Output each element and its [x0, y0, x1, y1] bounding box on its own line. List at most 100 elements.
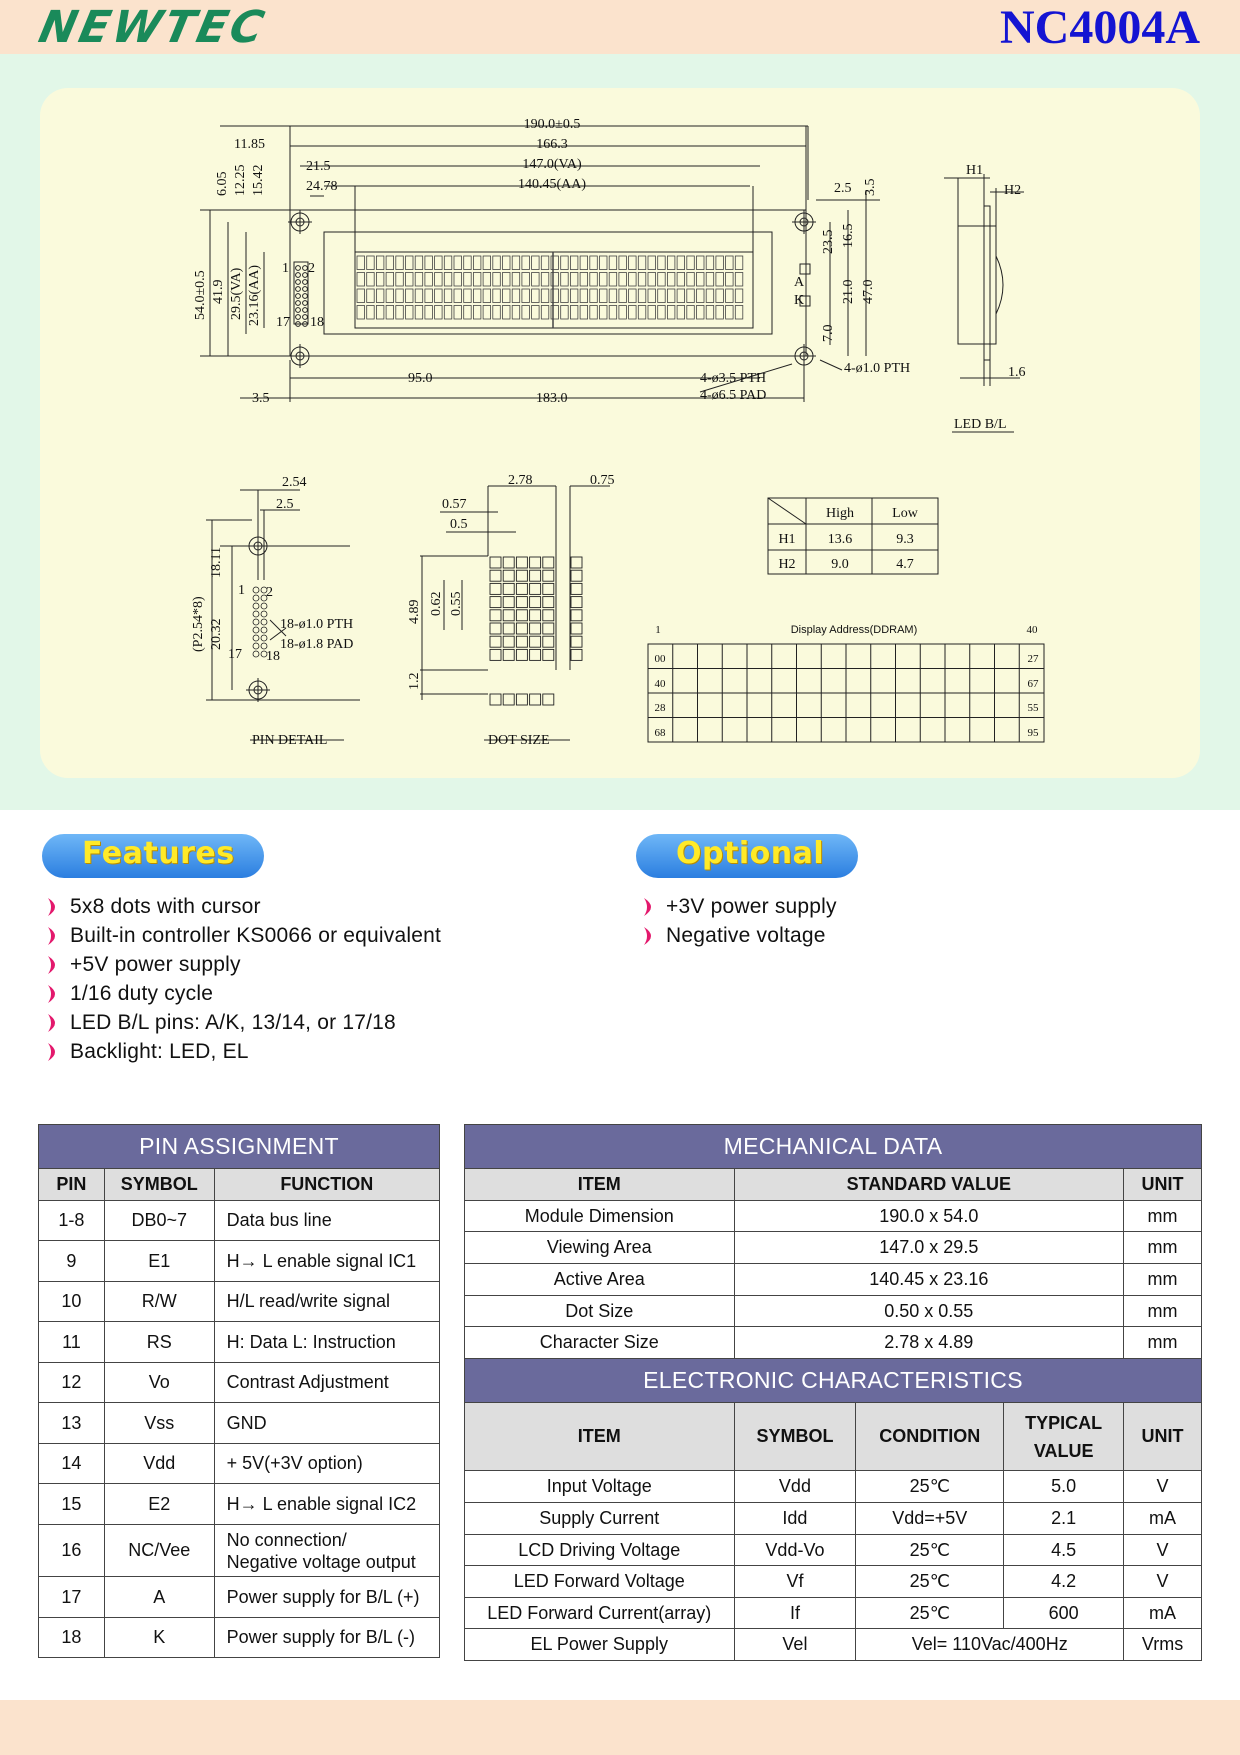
bullet-icon	[48, 1043, 55, 1061]
function-line: Negative voltage output	[226, 1551, 416, 1572]
char-cell	[734, 255, 744, 270]
hl-head-low: Low	[892, 506, 919, 521]
char-cell	[725, 288, 734, 303]
pin-detail-hole-bottom	[246, 678, 270, 702]
dim-pth-mount: 4-ø3.5 PTH	[700, 371, 766, 386]
dot	[502, 648, 515, 661]
dot	[515, 582, 528, 595]
pd-pin2: 2	[266, 585, 273, 600]
unit-cell: mm	[1123, 1263, 1202, 1296]
condition-cell: Vdd=+5V	[855, 1502, 1005, 1535]
char-cell	[570, 288, 579, 303]
pin-cell: 17	[38, 1576, 105, 1618]
unit-cell: V	[1123, 1470, 1202, 1503]
function-cell: No connection/Negative voltage output	[213, 1524, 441, 1577]
dot	[515, 596, 528, 609]
char-cell	[443, 255, 453, 270]
list-item: +5V power supply	[46, 950, 606, 979]
char-cell	[628, 272, 637, 287]
char-cell	[725, 255, 734, 270]
char-cell	[531, 255, 540, 270]
pin-cell: 9	[38, 1240, 105, 1282]
value-cell: 4.2	[1003, 1565, 1125, 1598]
symbol-cell: Idd	[733, 1502, 857, 1535]
pin-pad	[252, 610, 260, 618]
char-cell	[686, 305, 695, 320]
symbol-cell: Vss	[103, 1402, 215, 1444]
unit-cell: mm	[1123, 1200, 1202, 1232]
ds-4-89: 4.89	[407, 600, 422, 625]
dot	[570, 556, 583, 569]
char-cell	[676, 305, 685, 320]
bullet-icon	[48, 1014, 55, 1032]
function-cell: + 5V(+3V option)	[213, 1443, 441, 1484]
char-cell	[395, 255, 404, 270]
dot	[542, 622, 555, 635]
char-cell	[453, 288, 462, 303]
dot	[570, 622, 583, 635]
pin-cell: 15	[38, 1483, 105, 1525]
dot	[570, 648, 583, 661]
char-cell	[715, 288, 724, 303]
char-cell	[434, 255, 443, 270]
pin-pad	[260, 618, 268, 626]
dot	[542, 569, 555, 582]
side-1-6-label: 1.6	[1008, 365, 1026, 380]
char-cell	[434, 272, 443, 287]
char-cell	[375, 305, 385, 320]
dim-47-0: 47.0	[861, 280, 876, 305]
list-item: +3V power supply	[642, 892, 1042, 921]
dot	[489, 648, 502, 661]
symbol-cell: If	[733, 1597, 857, 1629]
technical-drawing: 190.0±0.5 166.3 147.0(VA) 140.45(AA) 11.…	[191, 117, 1045, 748]
connector-pin	[302, 307, 308, 313]
connector-pin	[295, 314, 301, 320]
connector-pin	[295, 293, 301, 299]
ds-0-62: 0.62	[429, 592, 444, 617]
char-cell	[540, 255, 550, 270]
char-cell	[443, 272, 453, 287]
hl-h1-low: 9.3	[896, 532, 914, 547]
function-cell: Power supply for B/L (+)	[213, 1576, 441, 1618]
char-cell	[696, 255, 705, 270]
pin-pad	[260, 634, 268, 642]
ddram-address-grid	[647, 643, 1045, 743]
connector-pin	[295, 300, 301, 306]
pin-pad	[252, 586, 260, 594]
char-cell	[434, 288, 443, 303]
cursor-dot	[489, 693, 502, 706]
char-cell	[405, 272, 414, 287]
ddram-title: Display Address(DDRAM)	[791, 624, 918, 636]
char-cell	[472, 305, 482, 320]
char-cell	[366, 272, 375, 287]
ds-0-57: 0.57	[442, 497, 467, 512]
dot	[515, 609, 528, 622]
dot	[489, 582, 502, 595]
active-area	[354, 251, 754, 329]
char-cell	[657, 288, 666, 303]
column-header: SYMBOL	[103, 1168, 215, 1201]
char-cell	[618, 255, 627, 270]
char-cell	[705, 305, 715, 320]
function-cell: Contrast Adjustment	[213, 1362, 441, 1403]
pin-cell: 11	[38, 1321, 105, 1363]
char-cell	[589, 288, 598, 303]
char-cell	[472, 288, 482, 303]
char-cell	[521, 288, 530, 303]
char-cell	[492, 288, 501, 303]
column-header: ITEM	[464, 1402, 735, 1471]
dot	[542, 596, 555, 609]
char-cell	[579, 272, 588, 287]
dim-29-5-va: 29.5(VA)	[229, 267, 244, 320]
ddram-col-last: 40	[1027, 624, 1039, 636]
pin-cell: 14	[38, 1443, 105, 1484]
char-cell	[453, 305, 462, 320]
char-cell	[443, 305, 453, 320]
dim-41-9: 41.9	[211, 280, 226, 305]
mounting-hole-tr	[792, 210, 816, 234]
function-cell: H: Data L: Instruction	[213, 1321, 441, 1363]
